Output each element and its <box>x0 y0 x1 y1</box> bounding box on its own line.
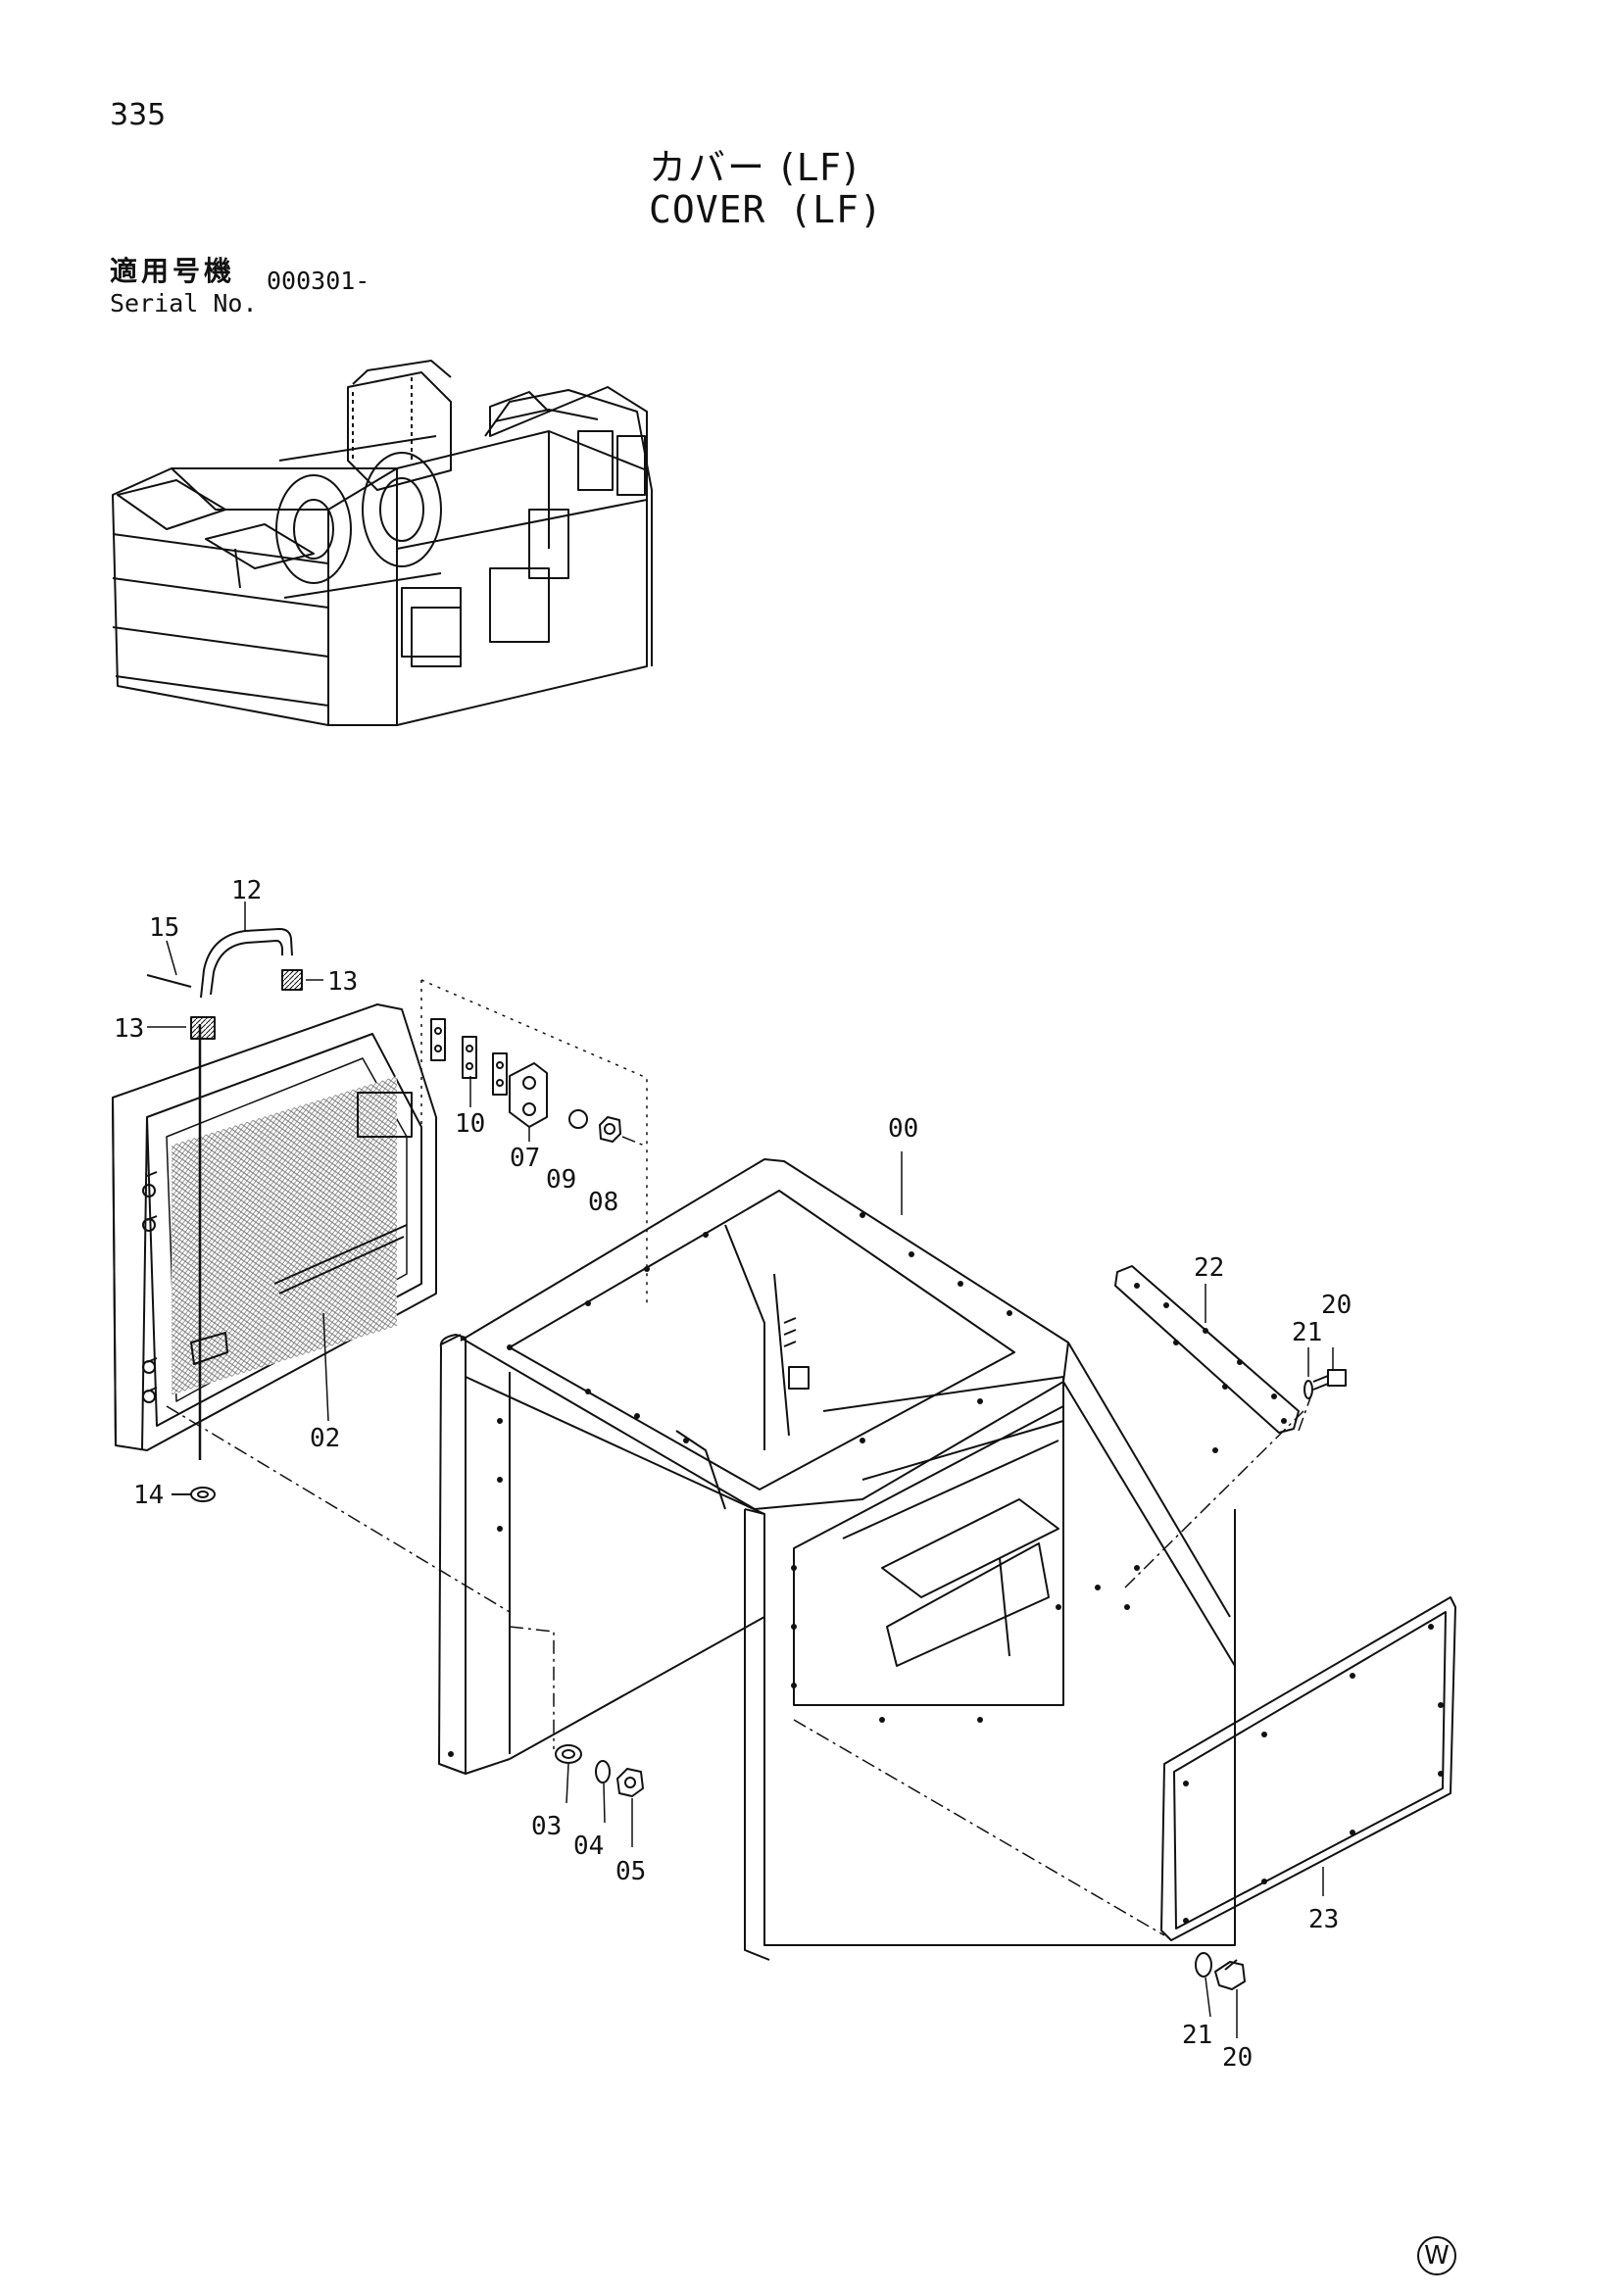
door-assembly <box>112 1003 437 1460</box>
washer-21-upper <box>1303 1380 1313 1399</box>
serial-number-value: 000301- <box>267 267 370 295</box>
machine-overview-illustration <box>112 360 653 726</box>
cover-frame-00 <box>438 1158 1236 1961</box>
bolt-20-upper <box>1312 1369 1347 1391</box>
callout-02: 02 <box>310 1424 340 1453</box>
assembly-lines <box>166 1136 1314 1936</box>
title-english: COVER (LF) <box>649 188 883 231</box>
nut-08 <box>599 1116 621 1143</box>
title-japanese: カバー (LF) <box>649 146 860 189</box>
nut-13-top <box>281 969 303 991</box>
callout-20-upper: 20 <box>1321 1291 1352 1320</box>
callout-15: 15 <box>149 913 179 943</box>
callout-labels: 12 15 13 13 10 07 09 08 00 02 14 22 20 2… <box>114 876 1352 2073</box>
callout-07: 07 <box>510 1144 540 1173</box>
bolt-20-lower <box>1214 1959 1246 1990</box>
callout-00: 00 <box>888 1114 918 1144</box>
washer-14 <box>172 1487 216 1502</box>
callout-21-upper: 21 <box>1292 1318 1322 1347</box>
callout-08: 08 <box>588 1188 618 1217</box>
corner-mark: W <box>1417 2236 1456 2275</box>
callout-21-lower: 21 <box>1182 2021 1212 2050</box>
spring-washer-04 <box>595 1760 611 1783</box>
callout-13-top: 13 <box>327 967 358 997</box>
nut-13-left <box>190 1016 216 1040</box>
cover-plate-22 <box>1114 1265 1300 1434</box>
shim-plates-10 <box>430 1018 508 1096</box>
callout-04: 04 <box>573 1832 604 1861</box>
leader-lines <box>147 902 1334 2038</box>
cover-plate-23 <box>1160 1596 1456 1941</box>
callout-23: 23 <box>1308 1905 1339 1934</box>
callout-14: 14 <box>133 1481 164 1510</box>
callout-09: 09 <box>546 1165 576 1195</box>
serial-label-japanese: 適用号機 <box>110 255 236 287</box>
pin-15 <box>146 974 192 988</box>
washer-21-lower <box>1195 1952 1212 1978</box>
serial-label-english: Serial No. <box>110 289 258 318</box>
spring-washer-09 <box>568 1109 588 1129</box>
callout-03: 03 <box>531 1812 562 1841</box>
nut-05 <box>616 1768 644 1797</box>
washer-03 <box>555 1744 582 1764</box>
callout-13-left: 13 <box>114 1014 144 1044</box>
callout-05: 05 <box>615 1857 646 1886</box>
callout-10: 10 <box>455 1109 485 1139</box>
page-number: 335 <box>110 98 167 132</box>
bracket-07 <box>509 1062 548 1128</box>
callout-20-lower: 20 <box>1222 2043 1253 2073</box>
callout-12: 12 <box>231 876 262 905</box>
frame-studs <box>783 1317 810 1390</box>
handle-12 <box>200 928 293 999</box>
callout-22: 22 <box>1194 1253 1224 1283</box>
